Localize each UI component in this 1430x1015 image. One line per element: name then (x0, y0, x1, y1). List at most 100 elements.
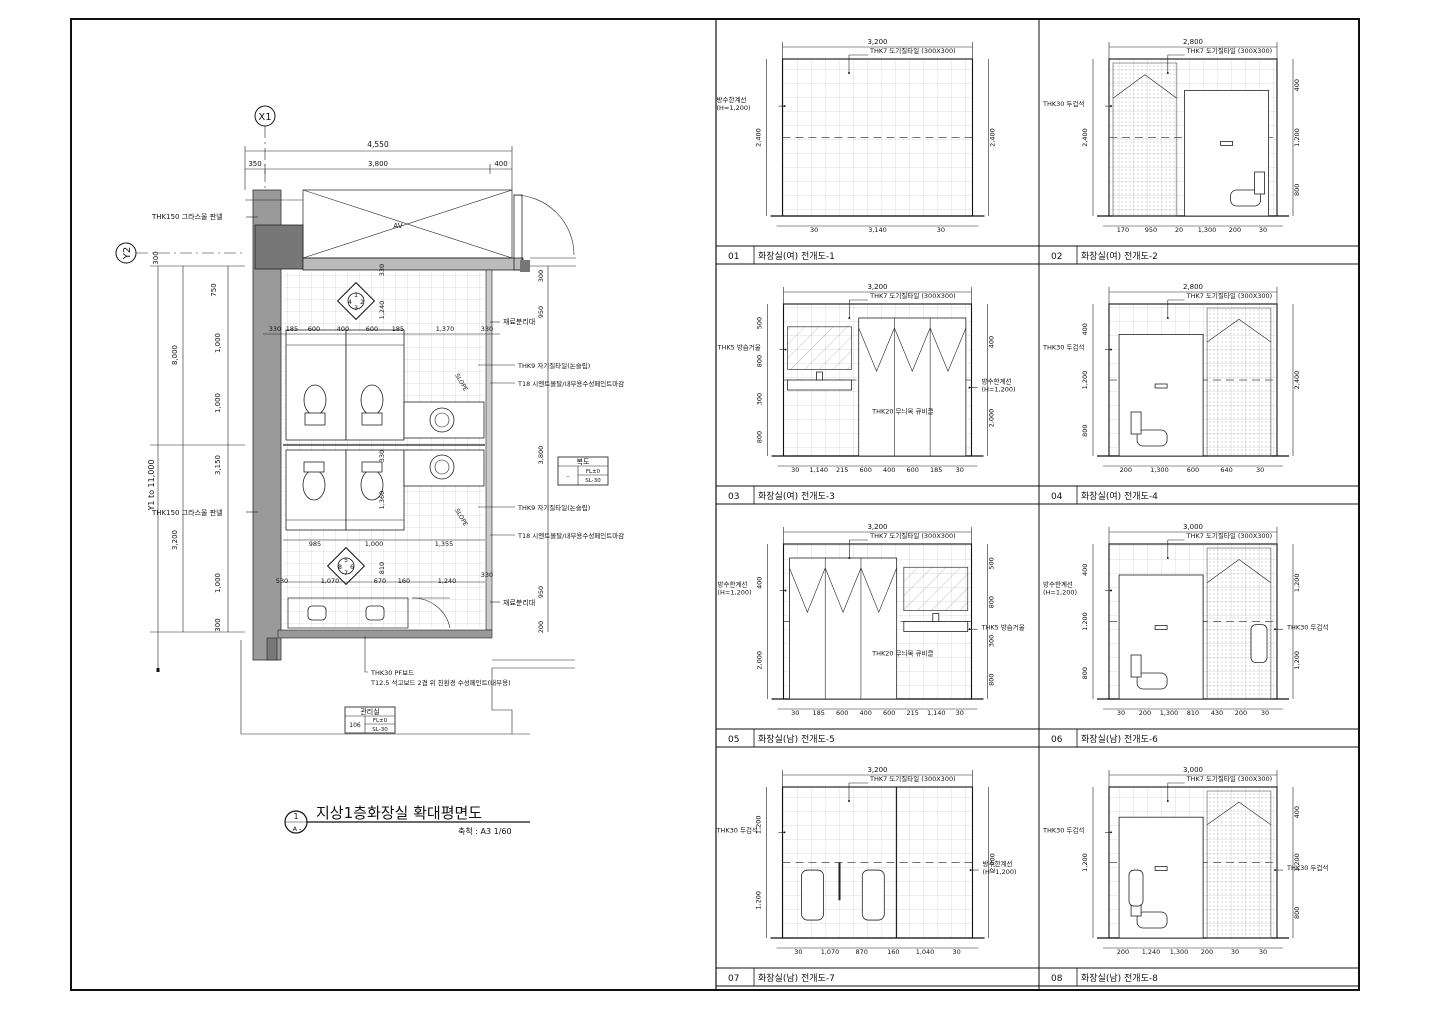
cubicle-front (858, 317, 967, 457)
dim-bottom: 600 (883, 709, 895, 717)
dim-left: 2,400 (1081, 128, 1089, 147)
label-glass-1: THK150 그라스울 판넬 (151, 212, 223, 221)
elevation-note: THK7 도기질타일 (300X300) (869, 774, 956, 783)
svg-text:SL-30: SL-30 (372, 727, 388, 733)
urinal-1 (801, 869, 824, 921)
svg-text:1,370: 1,370 (436, 325, 455, 333)
dim-right: 2,400 (1293, 371, 1301, 390)
dim-bottom: 3,140 (868, 226, 887, 234)
svg-text:1,355: 1,355 (435, 540, 454, 548)
toilet-tank-2 (361, 412, 383, 426)
dim-bottom: 185 (930, 466, 942, 474)
office-room-tag: 관리실 106 FL±0 SL-30 (344, 706, 396, 734)
dim-top: 3,200 (867, 523, 887, 531)
glass-door (1206, 547, 1272, 700)
svg-text:330: 330 (378, 450, 386, 462)
dim-bottom: 200 (1120, 466, 1132, 474)
dim-right: 1,200 (1293, 128, 1301, 147)
elevation-note: (H=1,200) (1043, 589, 1077, 597)
svg-text:330: 330 (269, 325, 281, 333)
dim-3150: 3,150 (214, 455, 222, 475)
elevation-note: THK7 도기질타일 (300X300) (1186, 531, 1273, 540)
plan-scale: 축척 : A3 1/60 (458, 827, 512, 836)
dim-right: 1,200 (1293, 853, 1301, 872)
glass-door (1112, 62, 1178, 217)
right-dims: 300 950 3,800 950 200 (537, 270, 545, 633)
dim-left: 400 (1081, 323, 1089, 335)
door-swing-mark (789, 567, 826, 614)
dim-bottom: 30 (810, 226, 818, 234)
dim-bottom: 30 (1117, 709, 1125, 717)
dim-bottom: 1,140 (927, 709, 946, 717)
dim-1000-c: 1,000 (214, 573, 222, 593)
basin-lower-inner (434, 459, 450, 475)
svg-text:FL±0: FL±0 (586, 469, 601, 475)
toilet-bowl (1136, 672, 1168, 690)
elevation-note: THK30 두겁석 (1286, 863, 1328, 872)
faucet (816, 371, 823, 381)
dim-left: 800 (756, 355, 764, 367)
dim-bottom: 810 (1187, 709, 1199, 717)
dim-bottom: 30 (791, 466, 799, 474)
elevation-note: THK5 방습거울 (981, 622, 1025, 631)
door-swing-mark (1206, 559, 1272, 583)
dim-left: 1,200 (1081, 371, 1089, 390)
svg-text:600: 600 (366, 325, 378, 333)
elevation-note: THK7 도기질타일 (300X300) (869, 531, 956, 540)
dim-bottom: 1,300 (1170, 948, 1189, 956)
svg-text:400: 400 (337, 325, 349, 333)
door-swing-mark (1206, 318, 1272, 343)
av-shaft (302, 189, 513, 259)
paper-holder (1154, 383, 1168, 389)
mirror (903, 566, 969, 612)
elevation-title: 화장실(남) 전개도-8 (1081, 973, 1158, 984)
dim-bottom: 400 (883, 466, 895, 474)
svg-text:5: 5 (344, 557, 348, 564)
svg-text:SL-30: SL-30 (585, 478, 601, 484)
paper-holder (1154, 866, 1168, 871)
dim-bottom: 950 (1145, 226, 1157, 234)
urinal-2 (365, 605, 385, 621)
door-swing-mark (858, 327, 895, 372)
basin-upper-inner (434, 412, 450, 428)
dim-right: 800 (988, 673, 996, 685)
grid-x1-label: X1 (258, 112, 271, 123)
south-wall (277, 629, 493, 639)
dim-left: 1,200 (1081, 612, 1089, 631)
svg-text:330: 330 (481, 325, 493, 333)
svg-text:530: 530 (276, 577, 288, 585)
door-jamb (520, 260, 530, 272)
dim-left: 500 (756, 317, 764, 329)
basin-lower (429, 454, 455, 480)
dim-bottom: 600 (907, 466, 919, 474)
urinal-zone (287, 597, 409, 629)
elevation-title: 화장실(남) 전개도-5 (758, 734, 835, 745)
dim-right: 400 (1293, 806, 1301, 818)
dim-bottom: 400 (860, 709, 872, 717)
dim-left: 400 (1081, 564, 1089, 576)
elevation-note: THK30 두겁석 (1042, 99, 1084, 108)
dim-bottom: 30 (1261, 709, 1269, 717)
dim-bottom: 30 (956, 466, 964, 474)
toilet-bowl (1136, 429, 1168, 447)
door-swing-mark (860, 567, 897, 614)
elevation-note: THK20 무늬목 큐비클 (871, 406, 933, 415)
svg-text:복도: 복도 (577, 458, 590, 466)
dim-750: 750 (210, 283, 218, 296)
elevation-note: THK7 도기질타일 (300X300) (1186, 46, 1273, 55)
dim-left: 800 (1081, 667, 1089, 679)
label-pf-board: THK30 PF보드 (370, 669, 414, 677)
leader (364, 636, 368, 673)
av-cross (302, 189, 513, 259)
elevation-note: 방수한계선 (982, 377, 1012, 386)
dim-bottom: 20 (1175, 226, 1183, 234)
door-swing-mark (894, 327, 931, 372)
cubicle-front (789, 557, 898, 700)
dim-right: 1,200 (1293, 651, 1301, 670)
urinal-2 (861, 869, 885, 921)
svg-text:1,360: 1,360 (378, 491, 386, 510)
